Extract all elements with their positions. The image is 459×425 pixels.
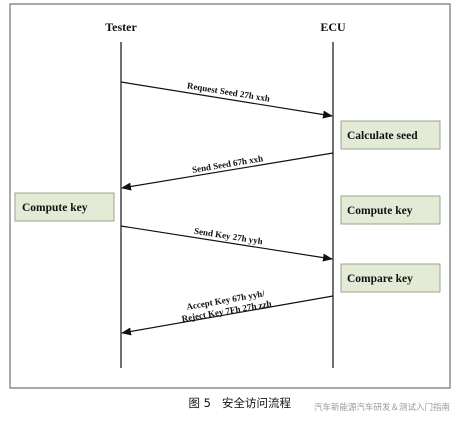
message-arrow-accept-reject-key <box>121 295 334 336</box>
message-arrow-send-key <box>120 225 333 262</box>
message-label-send-seed: Send Seed 67h xxh <box>191 153 263 175</box>
tester-title: Tester <box>105 20 137 34</box>
box-compare-key-label: Compare key <box>347 273 413 285</box>
box-compute-key-tester: Compute key <box>14 192 115 222</box>
ecu-title: ECU <box>320 20 346 34</box>
box-calculate-seed: Calculate seed <box>340 120 441 150</box>
message-arrow-send-seed <box>121 152 334 191</box>
figure-frame <box>9 3 451 389</box>
box-compute-key-tester-label: Compute key <box>22 202 88 214</box>
figure-number: 图 5 <box>189 396 211 410</box>
figure-title: 安全访问流程 <box>222 396 291 410</box>
watermark-text: 汽车新能源汽车研发＆测试入门指南 <box>314 402 450 413</box>
message-label-request-seed: Request Seed 27h xxh <box>186 80 270 103</box>
box-compute-key-ecu-label: Compute key <box>347 205 413 217</box>
box-compute-key-ecu: Compute key <box>340 195 441 225</box>
box-compare-key: Compare key <box>340 263 441 293</box>
box-calculate-seed-label: Calculate seed <box>347 130 418 142</box>
message-arrow-request-seed <box>120 81 333 119</box>
